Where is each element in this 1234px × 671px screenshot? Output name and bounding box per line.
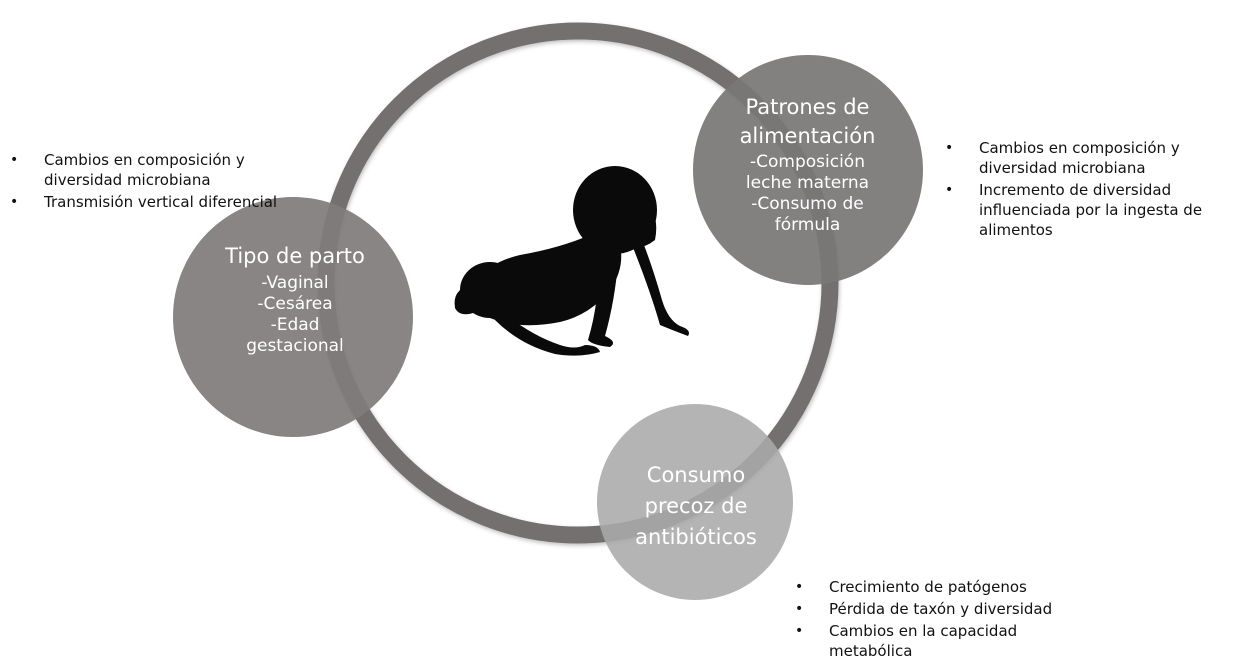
bullet-icon: • (795, 579, 804, 595)
effect-text: Transmisión vertical diferencial (44, 193, 278, 211)
birth-type-effects-list: • Cambios en composición y diversidad mic… (10, 150, 290, 214)
bullet-icon: • (10, 194, 19, 210)
feeding-patterns-item: fórmula (774, 215, 841, 235)
crawling-baby-silhouette-icon (454, 166, 689, 356)
birth-type-item: -Cesárea (257, 294, 333, 314)
feeding-patterns-item: leche materna (745, 173, 870, 193)
effect-item: • Cambios en composición y diversidad mic… (945, 138, 1230, 178)
effect-item: • Cambios en la capacidad metabólica (795, 621, 1095, 661)
birth-type-label-group: Tipo de parto -Vaginal -Cesárea -Edad ge… (190, 243, 400, 357)
effect-text: Crecimiento de patógenos (829, 578, 1027, 596)
effect-text: Incremento de diversidad influenciada po… (979, 181, 1203, 239)
bullet-icon: • (945, 140, 954, 156)
feeding-patterns-effects-list: • Cambios en composición y diversidad mic… (945, 138, 1230, 242)
effect-item: • Cambios en composición y diversidad mic… (10, 150, 290, 190)
feeding-patterns-title-line: Patrones de (745, 95, 870, 119)
feeding-patterns-bubble (693, 55, 923, 285)
effect-text: Cambios en composición y diversidad micr… (979, 139, 1180, 177)
antibiotics-label-group: Consumo precoz de antibióticos (605, 460, 787, 553)
bullet-icon: • (795, 601, 804, 617)
antibiotics-title-line: Consumo (646, 463, 746, 487)
effect-text: Cambios en la capacidad metabólica (829, 622, 1018, 660)
birth-type-item: -Vaginal (261, 273, 329, 293)
antibiotics-bubble (597, 404, 793, 600)
feeding-patterns-item: -Consumo de (751, 194, 864, 214)
antibiotics-effects-list: • Crecimiento de patógenos • Pérdida de ta… (795, 577, 1095, 663)
effect-item: • Pérdida de taxón y diversidad (795, 599, 1095, 619)
antibiotics-title-line: precoz de (644, 494, 748, 518)
effect-item: • Transmisión vertical diferencial (10, 192, 290, 212)
bullet-icon: • (945, 182, 954, 198)
feeding-patterns-title-line: alimentación (739, 124, 876, 148)
effect-text: Cambios en composición y diversidad micr… (44, 151, 245, 189)
effect-text: Pérdida de taxón y diversidad (829, 600, 1053, 618)
antibiotics-title-line: antibióticos (635, 525, 757, 549)
birth-type-item: -Edad (270, 315, 320, 335)
birth-type-title: Tipo de parto (225, 244, 365, 268)
bullet-icon: • (10, 152, 19, 168)
effect-item: • Crecimiento de patógenos (795, 577, 1095, 597)
birth-type-item: gestacional (246, 336, 344, 356)
bullet-icon: • (795, 623, 804, 639)
birth-type-bubble (173, 197, 413, 437)
effect-item: • Incremento de diversidad influenciada p… (945, 180, 1230, 240)
feeding-patterns-item: -Composición (750, 152, 865, 172)
feeding-patterns-label-group: Patrones de alimentación -Composición le… (710, 94, 905, 236)
